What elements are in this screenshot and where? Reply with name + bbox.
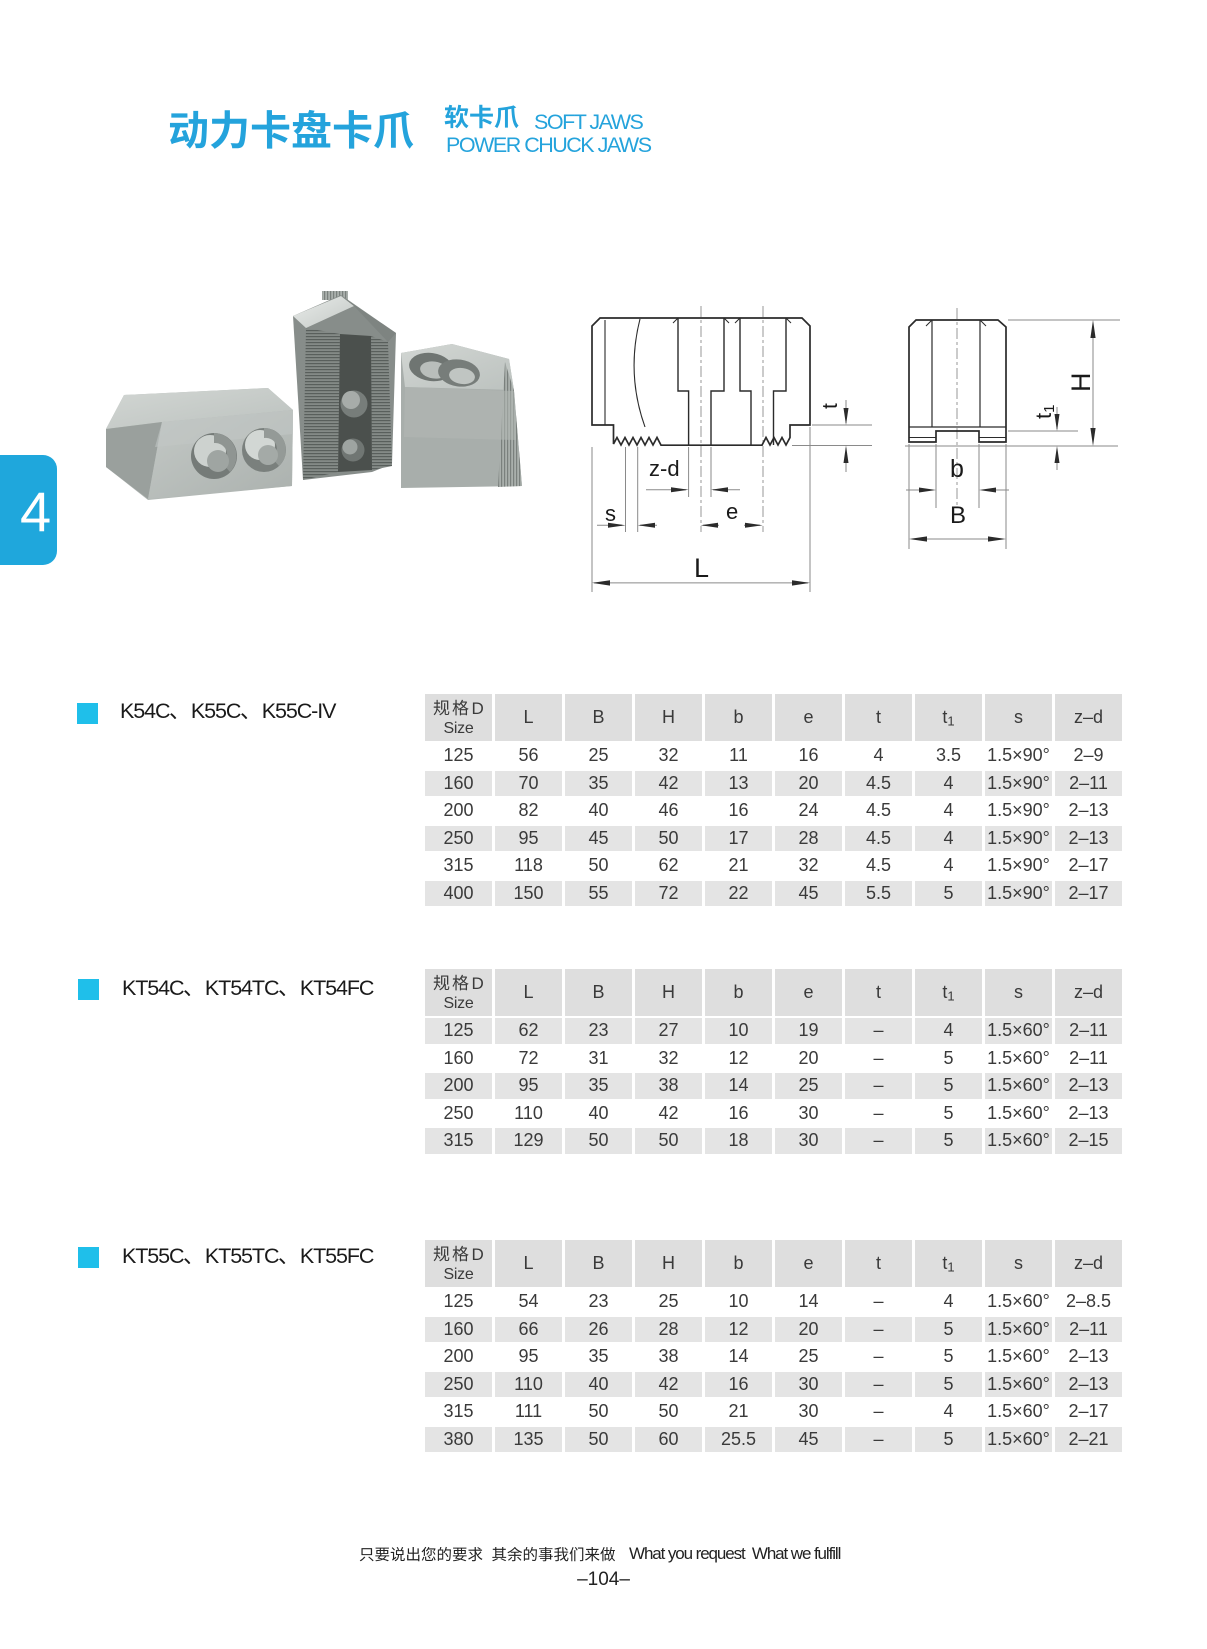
svg-text:L: L bbox=[694, 553, 709, 583]
svg-text:D: D bbox=[471, 1245, 483, 1264]
svg-text:t1: t1 bbox=[1031, 405, 1058, 419]
svg-text:D: D bbox=[471, 974, 483, 993]
svg-text:t: t bbox=[819, 403, 842, 409]
svg-text:b: b bbox=[950, 455, 964, 483]
svg-text:z-d: z-d bbox=[649, 456, 680, 481]
svg-text:e: e bbox=[726, 499, 738, 524]
svg-text:D: D bbox=[471, 699, 483, 718]
svg-text:H: H bbox=[1066, 373, 1096, 393]
svg-text:B: B bbox=[950, 502, 966, 529]
svg-text:s: s bbox=[605, 501, 616, 526]
